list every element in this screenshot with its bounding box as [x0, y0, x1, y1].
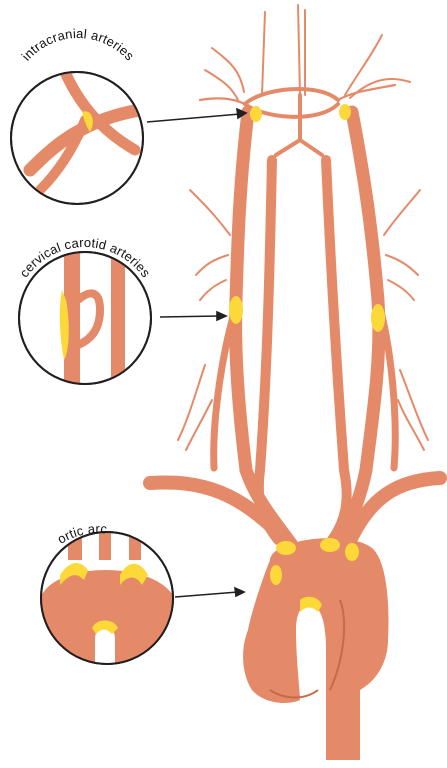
- intracranial-vessels: [198, 4, 411, 157]
- aortic-arch: [243, 538, 389, 760]
- inset-intracranial: [10, 71, 144, 205]
- plaque-deposits: [229, 104, 385, 612]
- arrow-intracranial: [146, 113, 241, 123]
- pointer-arrows: [146, 107, 248, 598]
- svg-text:intracranial arteries: intracranial arteries: [18, 26, 137, 64]
- inset-cervical: [18, 251, 152, 385]
- arrow-cervical: [159, 315, 221, 318]
- neck-arteries: [143, 105, 447, 552]
- label-intracranial: intracranial arteries: [18, 26, 137, 64]
- inset-aortic: [40, 531, 174, 665]
- arrow-aortic: [174, 591, 239, 598]
